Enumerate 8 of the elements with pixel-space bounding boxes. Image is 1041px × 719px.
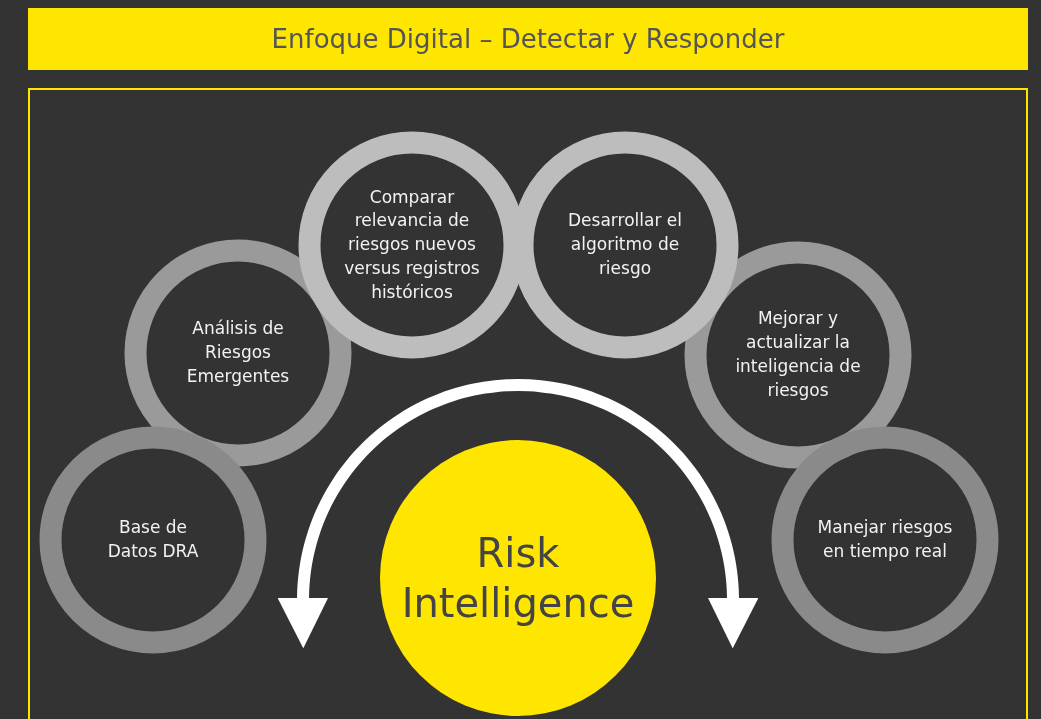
step-label: Desarrollar el algoritmo de riesgo: [567, 209, 683, 280]
center-label: Risk Intelligence: [400, 529, 636, 628]
step-label: Manejar riesgos en tiempo real: [816, 516, 954, 563]
title-banner: Enfoque Digital – Detectar y Responder: [28, 8, 1028, 70]
step-label: Comparar relevancia de riesgos nuevos versus registros históricos: [343, 185, 481, 304]
step-label: Base de Datos DRA: [106, 516, 200, 563]
step-label: Análisis de Riesgos Emergentes: [185, 317, 291, 388]
step-label: Mejorar y actualizar la inteligencia de riesgos: [734, 307, 862, 402]
